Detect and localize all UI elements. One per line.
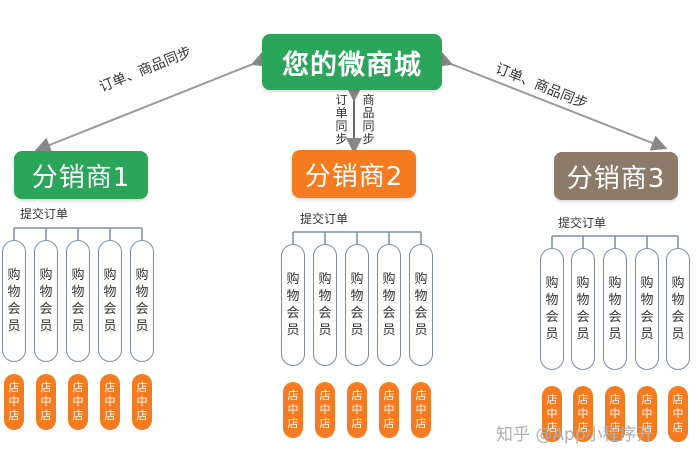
member-2-4: 购物会员 (377, 244, 401, 366)
watermark-text: 知乎 @App小程序开 (496, 425, 654, 445)
member-3-4: 购物会员 (635, 248, 659, 370)
distributor-2-label: 分销商2 (304, 161, 404, 192)
store-3-5: 店中店 (668, 386, 688, 442)
member-3-3: 购物会员 (603, 248, 627, 370)
sync-arrow-left (34, 51, 269, 153)
store-2-3: 店中店 (347, 382, 367, 438)
root-label: 您的微商城 (282, 49, 422, 81)
edge-label-center-left: 订单同步 (335, 93, 348, 146)
submit-label-3: 提交订单 (558, 216, 607, 230)
store-3-2: 店中店 (573, 386, 593, 442)
distributor-3-node: 分销商3 (554, 152, 678, 200)
member-3-5: 购物会员 (666, 248, 690, 370)
member-3-1: 购物会员 (540, 248, 564, 370)
store-1-1: 店中店 (4, 374, 24, 430)
distributor-3-label: 分销商3 (566, 163, 666, 194)
store-2-4: 店中店 (379, 382, 399, 438)
store-2-1: 店中店 (283, 382, 303, 438)
root-node: 您的微商城 (262, 34, 442, 90)
store-1-2: 店中店 (36, 374, 56, 430)
edge-label-center-right: 商品同步 (362, 93, 375, 146)
member-1-3: 购物会员 (66, 240, 90, 362)
distributor-1-label: 分销商1 (31, 162, 131, 193)
distributor-2-node: 分销商2 (292, 150, 416, 198)
member-2-5: 购物会员 (409, 244, 433, 366)
store-1-3: 店中店 (68, 374, 88, 430)
submit-label-2: 提交订单 (300, 212, 349, 226)
member-3-2: 购物会员 (571, 248, 595, 370)
sync-arrow-right (435, 51, 668, 151)
member-1-2: 购物会员 (34, 240, 58, 362)
store-2-2: 店中店 (315, 382, 335, 438)
store-2-5: 店中店 (411, 382, 431, 438)
bracket-group-1 (13, 227, 143, 240)
store-1-5: 店中店 (132, 374, 152, 430)
submit-label-1: 提交订单 (20, 207, 69, 221)
store-3-4: 店中店 (637, 386, 657, 442)
bracket-group-2 (292, 231, 422, 244)
member-1-1: 购物会员 (2, 240, 26, 362)
member-1-4: 购物会员 (98, 240, 122, 362)
member-2-3: 购物会员 (345, 244, 369, 366)
store-3-1: 店中店 (542, 386, 562, 442)
distributor-1-node: 分销商1 (14, 151, 148, 199)
store-3-3: 店中店 (605, 386, 625, 442)
member-2-1: 购物会员 (281, 244, 305, 366)
member-2-2: 购物会员 (313, 244, 337, 366)
member-1-5: 购物会员 (130, 240, 154, 362)
bracket-group-3 (551, 235, 679, 248)
store-1-4: 店中店 (100, 374, 120, 430)
